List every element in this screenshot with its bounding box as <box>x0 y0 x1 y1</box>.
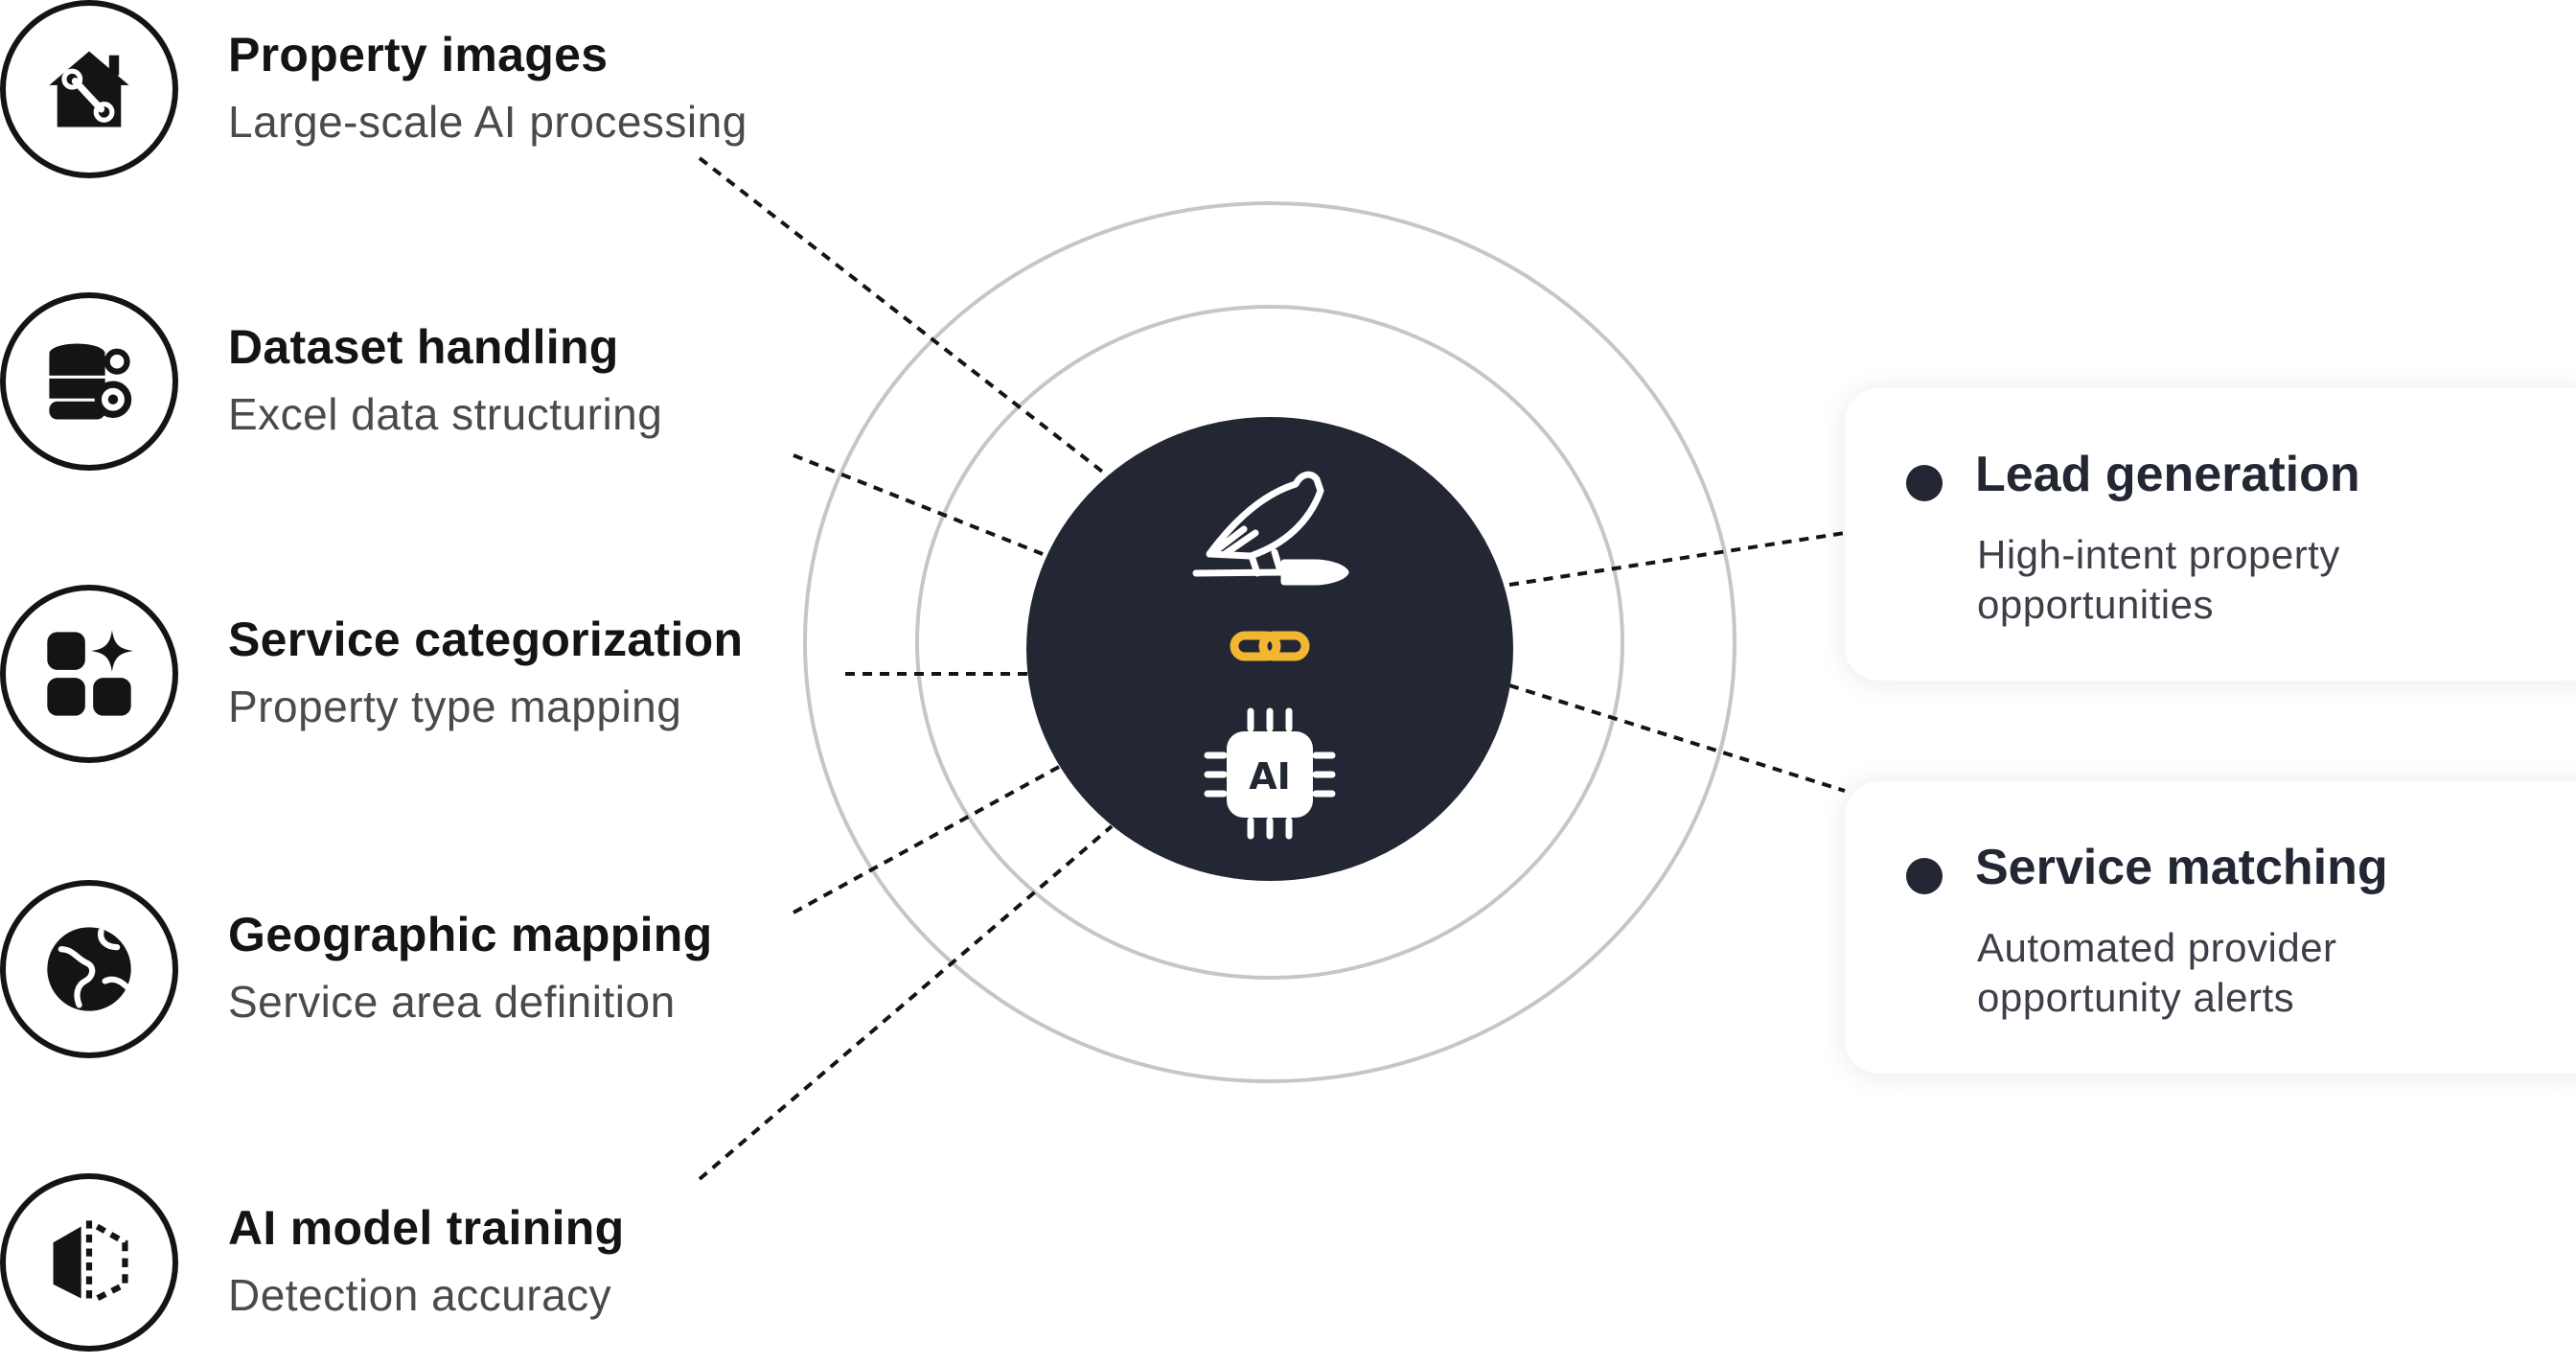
output-title: Lead generation <box>1975 447 2360 502</box>
input-item-ai-model-training: AI model training Detection accuracy <box>0 1173 862 1365</box>
input-title: AI model training <box>228 1201 625 1255</box>
output-description: High-intent property opportunities <box>1977 532 2340 627</box>
database-gears-icon <box>0 292 178 471</box>
input-title: Property images <box>228 28 609 81</box>
svg-text:AI: AI <box>1249 755 1291 798</box>
mirror-shape-icon <box>0 1173 178 1352</box>
connector-service-matching <box>1508 683 1846 793</box>
bird-screwdriver-logo-icon <box>1192 471 1349 586</box>
input-item-dataset-handling: Dataset handling Excel data structuring <box>0 292 862 484</box>
input-subtitle: Property type mapping <box>228 682 682 731</box>
input-title: Dataset handling <box>228 320 619 374</box>
input-item-service-categorization: Service categorization Property type map… <box>0 585 862 776</box>
link-icon <box>1230 631 1310 661</box>
connector-ai-model-training <box>698 824 1114 1181</box>
middle-ring <box>915 305 1624 980</box>
output-title: Service matching <box>1975 840 2388 895</box>
connector-lead-generation <box>1508 531 1846 587</box>
outer-ring <box>803 201 1736 1083</box>
output-card-service-matching: Service matching Automated provider oppo… <box>1845 781 2576 1074</box>
input-item-property-images: Property images Large-scale AI processin… <box>0 0 862 192</box>
connector-property-images <box>698 156 1112 479</box>
hub-circle <box>1026 417 1513 881</box>
input-subtitle: Excel data structuring <box>228 389 663 439</box>
bullet-dot <box>1906 465 1943 501</box>
bullet-dot <box>1906 858 1943 894</box>
output-description: Automated provider opportunity alerts <box>1977 925 2337 1020</box>
input-title: Service categorization <box>228 613 744 666</box>
input-title: Geographic mapping <box>228 908 713 961</box>
output-card-lead-generation: Lead generation High-intent property opp… <box>1845 388 2576 681</box>
categories-sparkle-icon <box>0 585 178 763</box>
input-subtitle: Detection accuracy <box>228 1270 612 1320</box>
input-subtitle: Service area definition <box>228 977 676 1027</box>
house-wrench-icon <box>0 0 178 178</box>
ai-chip-icon: AI <box>1204 707 1336 840</box>
input-subtitle: Large-scale AI processing <box>228 97 748 147</box>
input-item-geographic-mapping: Geographic mapping Service area definiti… <box>0 880 862 1072</box>
globe-icon <box>0 880 178 1058</box>
